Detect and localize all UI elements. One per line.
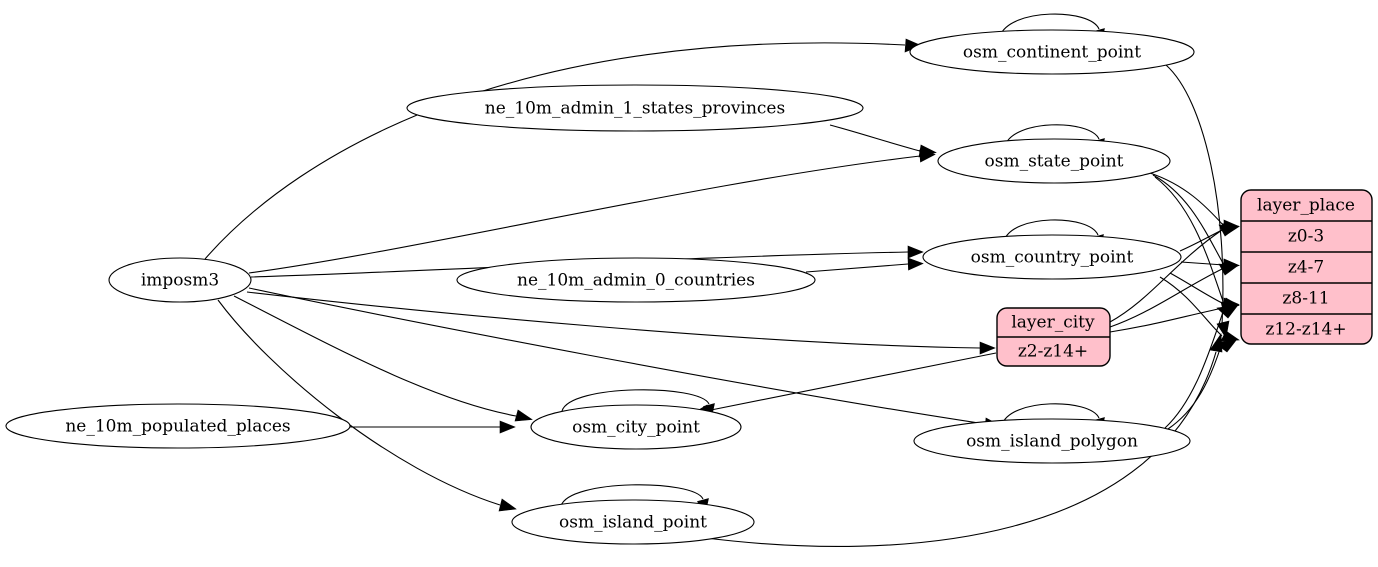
node-ne_10m_admin_1_states_provinces-shape[interactable]: [406, 84, 864, 132]
node-osm_country_point[interactable]: osm_country_point: [922, 234, 1182, 280]
node-ne_10m_admin_1_states_provinces[interactable]: ne_10m_admin_1_states_provinces: [406, 84, 864, 132]
node-osm_country_point-label: osm_country_point: [971, 248, 1134, 268]
node-osm_island_polygon-shape[interactable]: [913, 418, 1191, 464]
arrowhead-layer_city-layer_place-z0: [1218, 224, 1239, 237]
node-osm_city_point-shape[interactable]: [530, 404, 742, 450]
arrowhead-ne_admin0-osm_country_point: [907, 257, 924, 271]
node-layer_place-box[interactable]: [1240, 189, 1373, 345]
edge-osm_island_polygon-to-layer_place-z12: [1167, 345, 1222, 430]
edge-layer_city-to-layer_place-z8: [1109, 307, 1224, 333]
edge-ne_admin1_states-to-osm_state_point: [829, 124, 921, 152]
layer_city-title: layer_city: [1011, 313, 1095, 333]
node-osm_state_point[interactable]: osm_state_point: [937, 138, 1171, 184]
layer_place-title: layer_place: [1257, 196, 1355, 216]
node-ne_10m_populated_places[interactable]: ne_10m_populated_places: [5, 403, 351, 449]
node-layer_place[interactable]: layer_place z0-3 z4-7 z8-11 z12-z14+: [1240, 189, 1373, 345]
node-osm_island_polygon[interactable]: osm_island_polygon: [913, 418, 1191, 464]
layer_city-row-z2-z14plus[interactable]: z2-z14+: [1018, 342, 1088, 362]
node-imposm3-label: imposm3: [141, 271, 219, 291]
node-osm_state_point-shape[interactable]: [937, 138, 1171, 184]
edge-osm_continent_point-to-layer_place-z12: [1165, 64, 1224, 326]
arrowhead-osm_island_point-layer_place-z12: [1209, 333, 1223, 353]
edge-osm_country_point-to-layer_place-z0: [1179, 228, 1225, 252]
node-osm_continent_point-label: osm_continent_point: [963, 43, 1141, 63]
edge-osm_state_point-to-layer_place-z8: [1154, 176, 1225, 305]
node-osm_continent_point[interactable]: osm_continent_point: [909, 29, 1195, 75]
node-ne_10m_admin_0_countries-shape[interactable]: [456, 257, 816, 303]
node-osm_country_point-shape[interactable]: [922, 234, 1182, 280]
arrowhead-layer_city-layer_place-z4: [1218, 263, 1239, 276]
edge-selfloop-osm_island_point: [560, 484, 704, 507]
node-osm_island_point-shape[interactable]: [511, 499, 755, 545]
node-ne_10m_admin_0_countries[interactable]: ne_10m_admin_0_countries: [456, 257, 816, 303]
node-osm_island_point-label: osm_island_point: [559, 513, 707, 533]
node-osm_island_polygon-label: osm_island_polygon: [966, 432, 1138, 452]
edge-layer_city-to-layer_place-z0: [1109, 229, 1223, 323]
edge-imposm3-to-osm_city_point: [233, 295, 517, 417]
edge-selfloop-osm_country_point: [1003, 219, 1099, 242]
edge-imposm3-to-osm_island_polygon: [248, 287, 986, 425]
edge-layer_city-to-osm_city_point: [705, 352, 997, 412]
node-osm_city_point-label: osm_city_point: [572, 418, 700, 438]
edge-selfloop-osm_city_point: [561, 389, 710, 412]
edge-layer_city-to-layer_place-z4: [1109, 268, 1223, 328]
arrowhead-imposm3-osm_country_point: [907, 245, 924, 259]
edge-osm_island_polygon-to-layer_place-z8: [1164, 311, 1224, 429]
edge-osm_island_point-to-layer_place-z12: [705, 351, 1217, 547]
edge-imposm3-to-osm_island_point: [217, 299, 501, 506]
edge-osm_state_point-to-layer_place-z0: [1149, 172, 1225, 227]
arrowhead-imposm3-osm_city_point: [514, 409, 533, 422]
node-imposm3-shape[interactable]: [108, 257, 252, 303]
edge-ne_admin0_countries-to-osm_country_point: [805, 263, 909, 273]
edge-selfloop-osm_island_polygon: [1001, 403, 1100, 426]
node-ne_10m_populated_places-shape[interactable]: [5, 403, 351, 449]
node-layer_city[interactable]: layer_city z2-z14+: [996, 307, 1111, 367]
arrowhead-ne_populated-osm_city_point: [499, 420, 516, 434]
edge-imposm3-to-osm_continent_point: [204, 42, 906, 260]
arrowhead-osm_island_polygon-layer_place-z8: [1216, 304, 1239, 319]
node-osm_island_point[interactable]: osm_island_point: [511, 499, 755, 545]
edge-imposm3-to-layer_city: [246, 291, 981, 349]
node-osm_state_point-label: osm_state_point: [985, 152, 1124, 172]
node-imposm3[interactable]: imposm3: [108, 257, 252, 303]
edge-selfloop-osm_continent_point: [999, 13, 1100, 37]
edge-osm_country_point-to-layer_place-z4: [1180, 261, 1225, 266]
record-node-layer: layer_place z0-3 z4-7 z8-11 z12-z14+ lay…: [996, 189, 1373, 367]
node-layer: imposm3 ne_10m_populated_places ne_10m_a…: [5, 29, 1195, 545]
edge-osm_state_point-to-layer_place-z4: [1152, 174, 1225, 266]
node-ne_10m_admin_1_states_provinces-label: ne_10m_admin_1_states_provinces: [485, 99, 785, 119]
edge-selfloop-osm_state_point: [1004, 124, 1100, 147]
node-ne_10m_populated_places-label: ne_10m_populated_places: [65, 417, 290, 437]
arrowhead-imposm3-osm_island_point: [498, 498, 517, 512]
node-ne_10m_admin_0_countries-label: ne_10m_admin_0_countries: [517, 271, 755, 291]
node-osm_continent_point-shape[interactable]: [909, 29, 1195, 75]
node-osm_city_point[interactable]: osm_city_point: [530, 404, 742, 450]
edge-osm_country_point-to-layer_place-z8: [1169, 272, 1225, 305]
edge-imposm3-to-osm_state_point: [248, 155, 921, 274]
layer_place-row-z4-7[interactable]: z4-7: [1288, 258, 1324, 278]
arrowhead-imposm3-layer_city: [979, 341, 996, 355]
arrowhead-ne_admin1-osm_state_point: [918, 144, 937, 158]
layer_place-row-z12-z14plus[interactable]: z12-z14+: [1265, 320, 1346, 340]
layer_place-row-z0-3[interactable]: z0-3: [1288, 227, 1324, 247]
layer_place-row-z8-11[interactable]: z8-11: [1282, 289, 1329, 309]
